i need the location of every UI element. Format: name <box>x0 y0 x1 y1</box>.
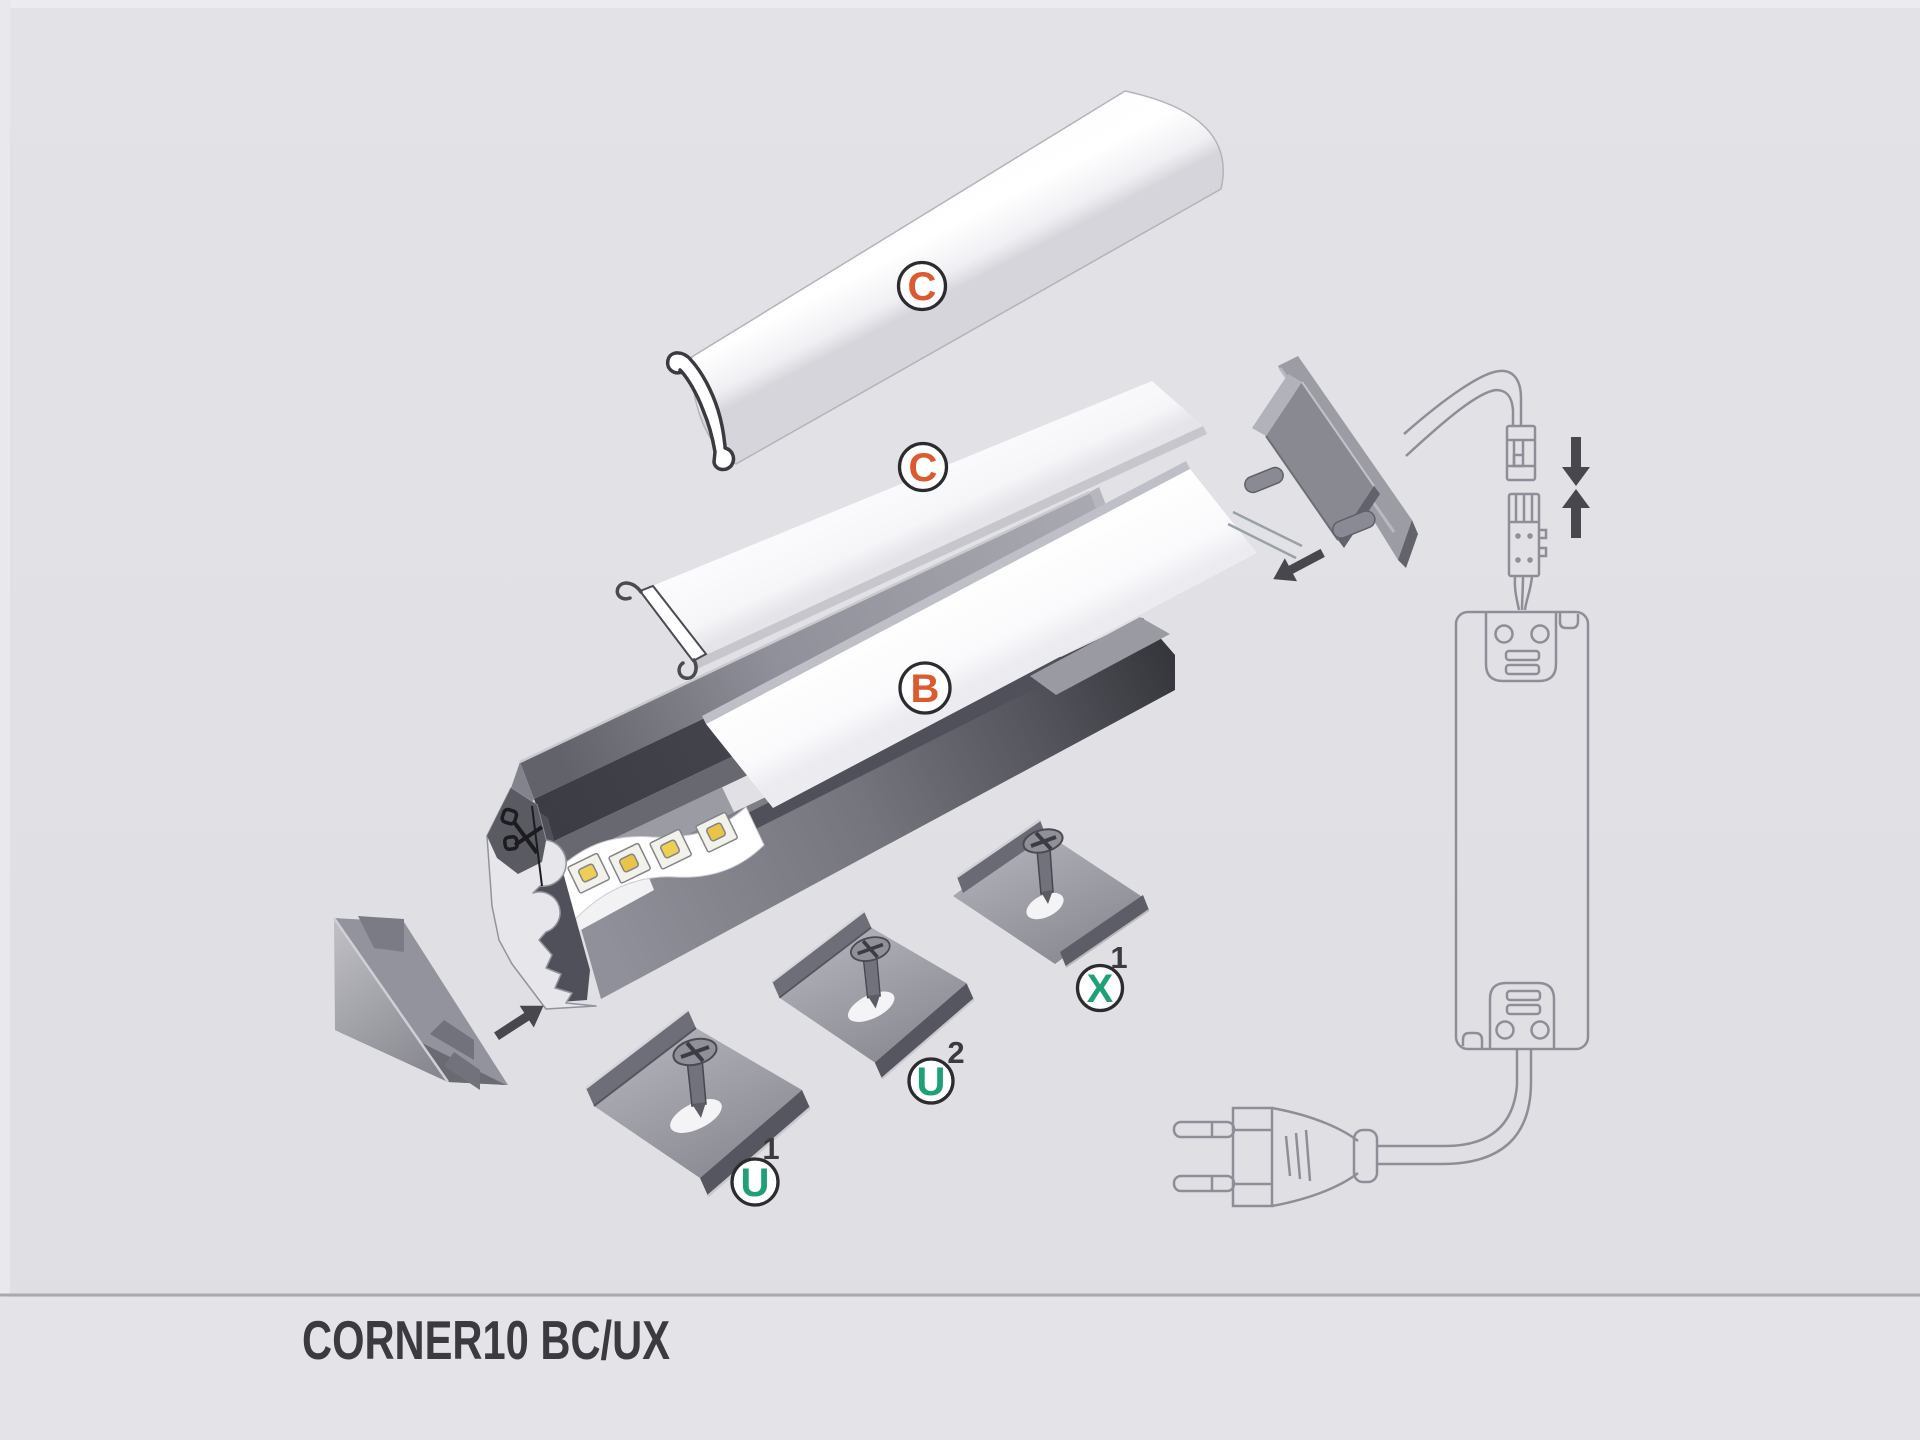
svg-text:1: 1 <box>762 1131 779 1166</box>
svg-text:C: C <box>908 265 937 309</box>
svg-text:U: U <box>741 1161 770 1205</box>
svg-text:2: 2 <box>947 1035 964 1070</box>
svg-text:CORNER10 BC/UX: CORNER10 BC/UX <box>302 1309 670 1371</box>
svg-text:C: C <box>909 446 938 490</box>
svg-text:1: 1 <box>1110 940 1127 975</box>
svg-text:U: U <box>917 1060 946 1104</box>
svg-text:X: X <box>1087 967 1114 1011</box>
svg-text:B: B <box>911 667 940 711</box>
